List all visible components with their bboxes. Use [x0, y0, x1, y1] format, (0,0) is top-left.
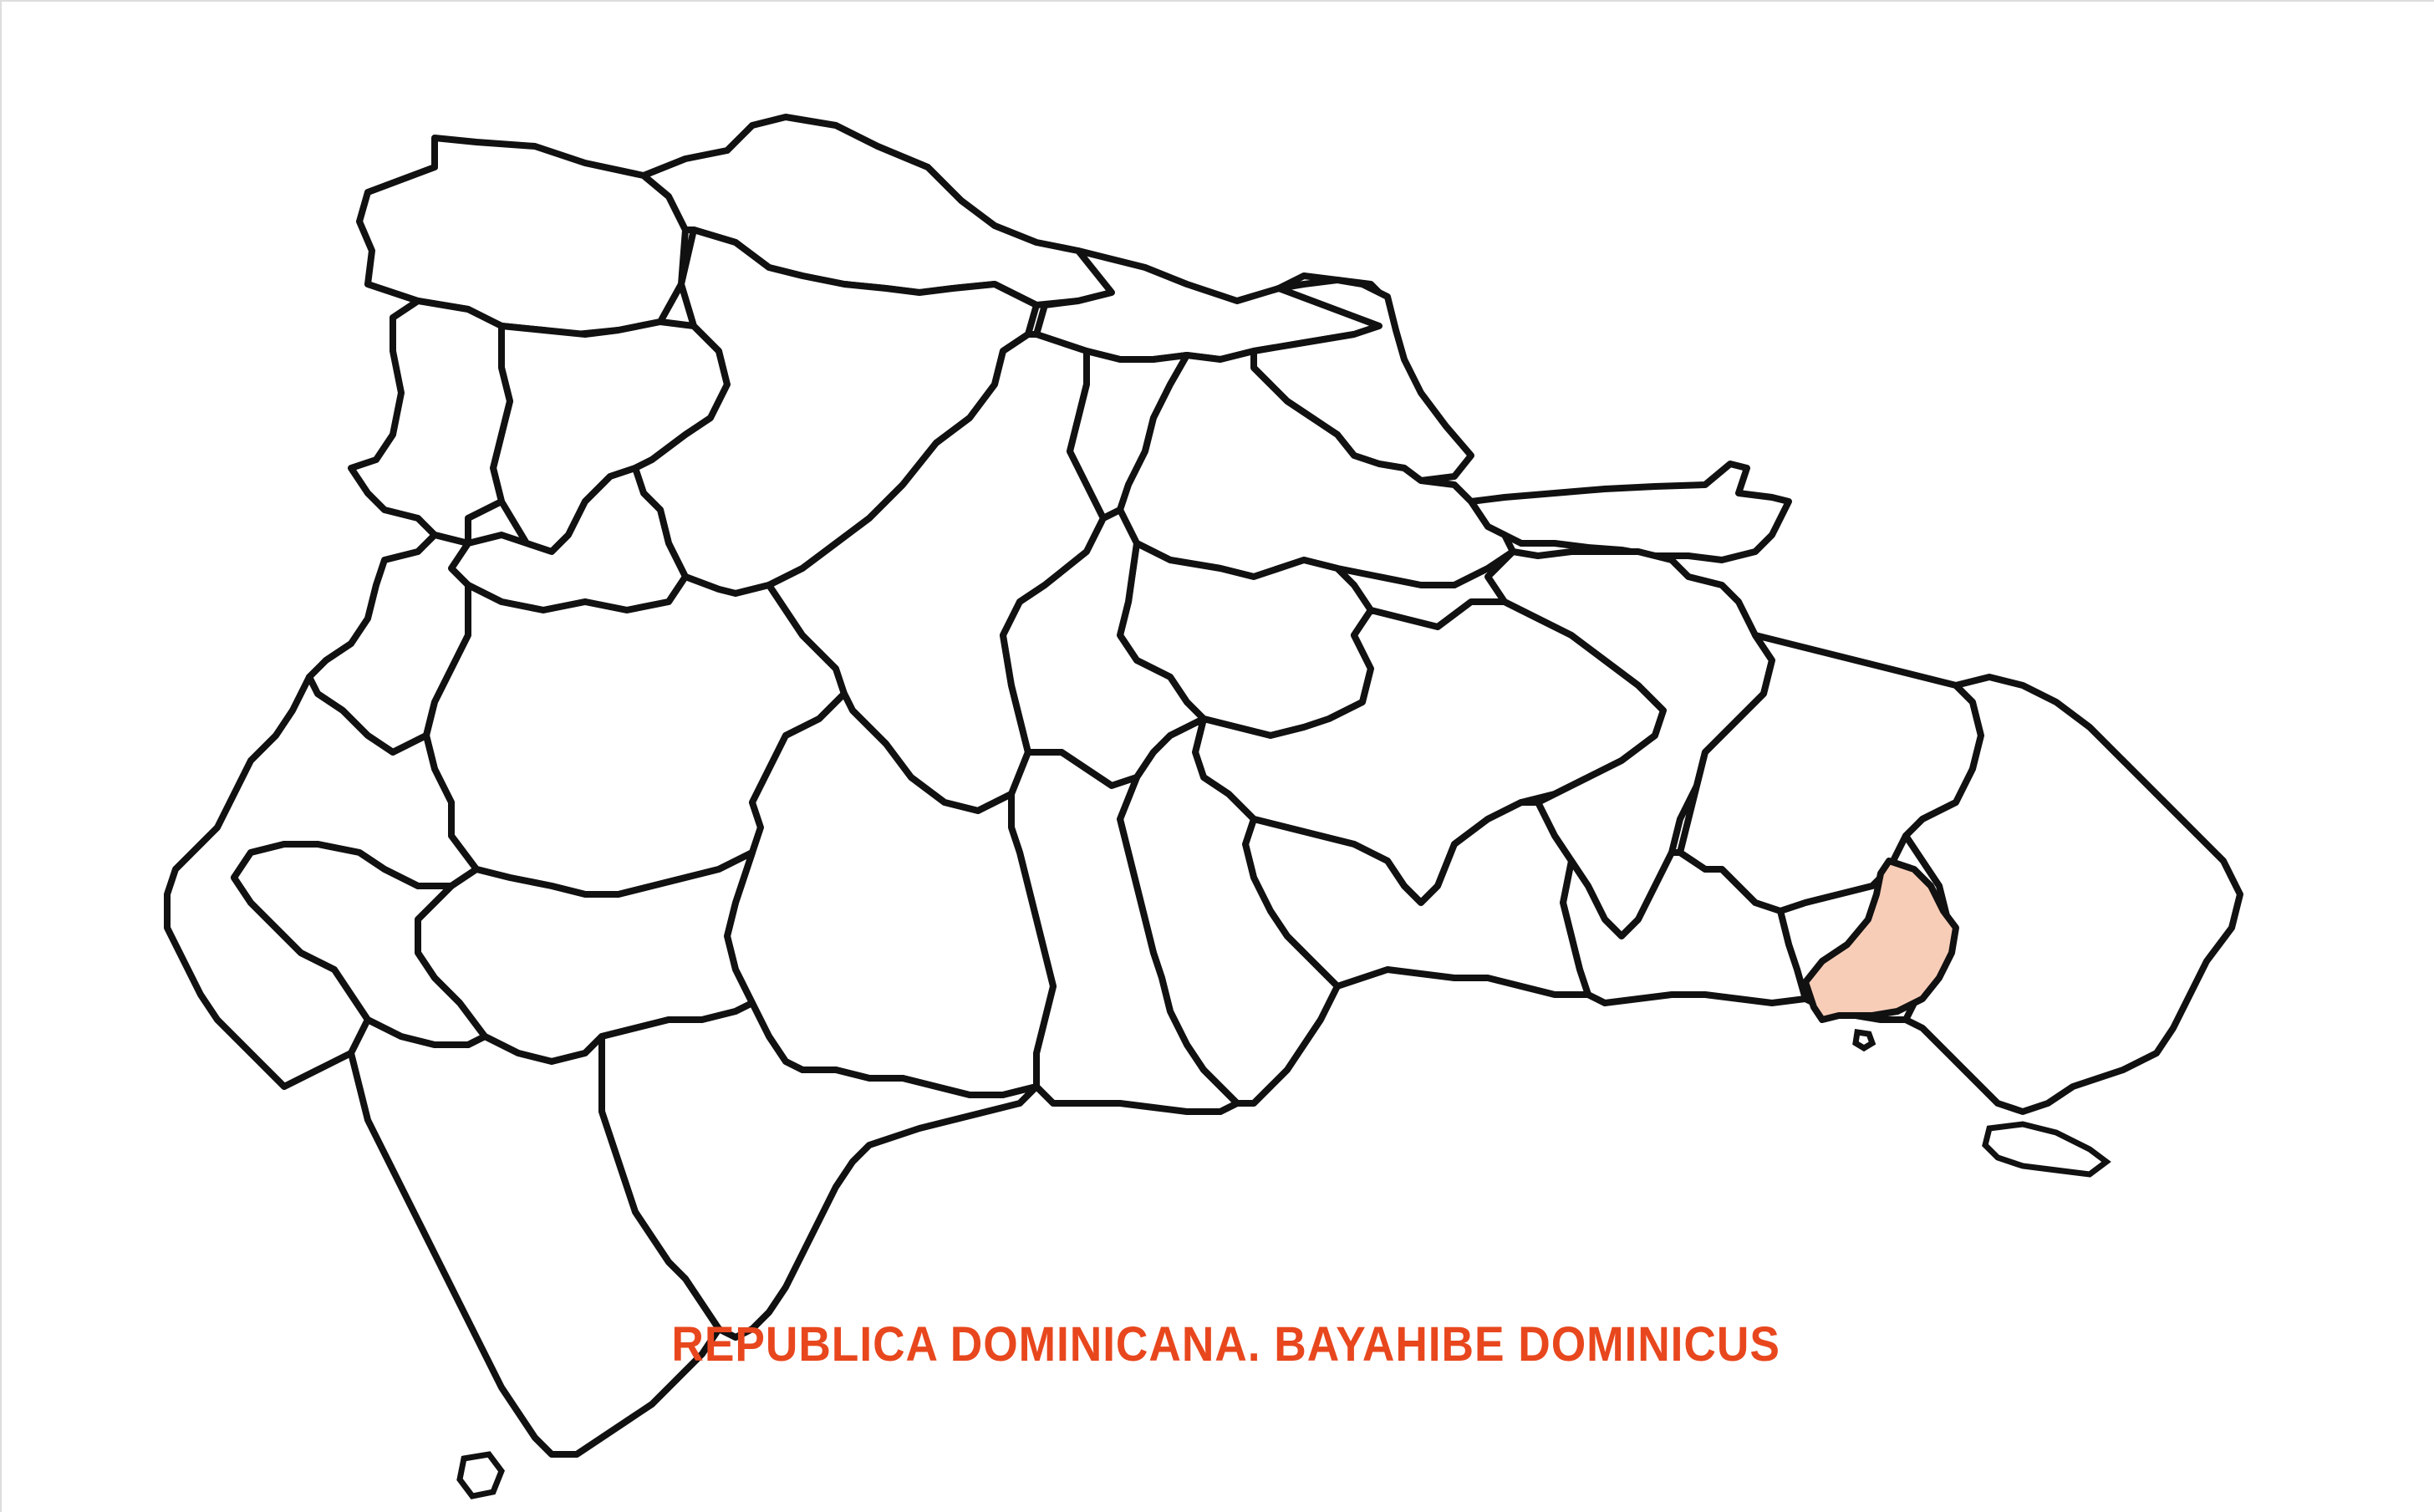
- province-outlines: [164, 114, 2243, 1458]
- islands: [456, 1029, 2111, 1499]
- province-samana: [1468, 461, 1792, 563]
- isla-beata: [456, 1451, 505, 1499]
- province-pedernales: [348, 1016, 722, 1458]
- isla-catalina: [1852, 1029, 1876, 1052]
- map-caption: REPUBLICA DOMINICANA. BAYAHIBE DOMINICUS: [671, 1317, 1780, 1372]
- highlighted-province-bayahibe: [1802, 858, 1959, 1023]
- map-caption-container: REPUBLICA DOMINICANA. BAYAHIBE DOMINICUS: [99, 1316, 2338, 1372]
- isla-saona: [1982, 1121, 2111, 1178]
- province-san-pedro: [1560, 849, 1809, 1006]
- province-dajabon: [348, 281, 513, 547]
- province-southwest-coast: [231, 841, 488, 1048]
